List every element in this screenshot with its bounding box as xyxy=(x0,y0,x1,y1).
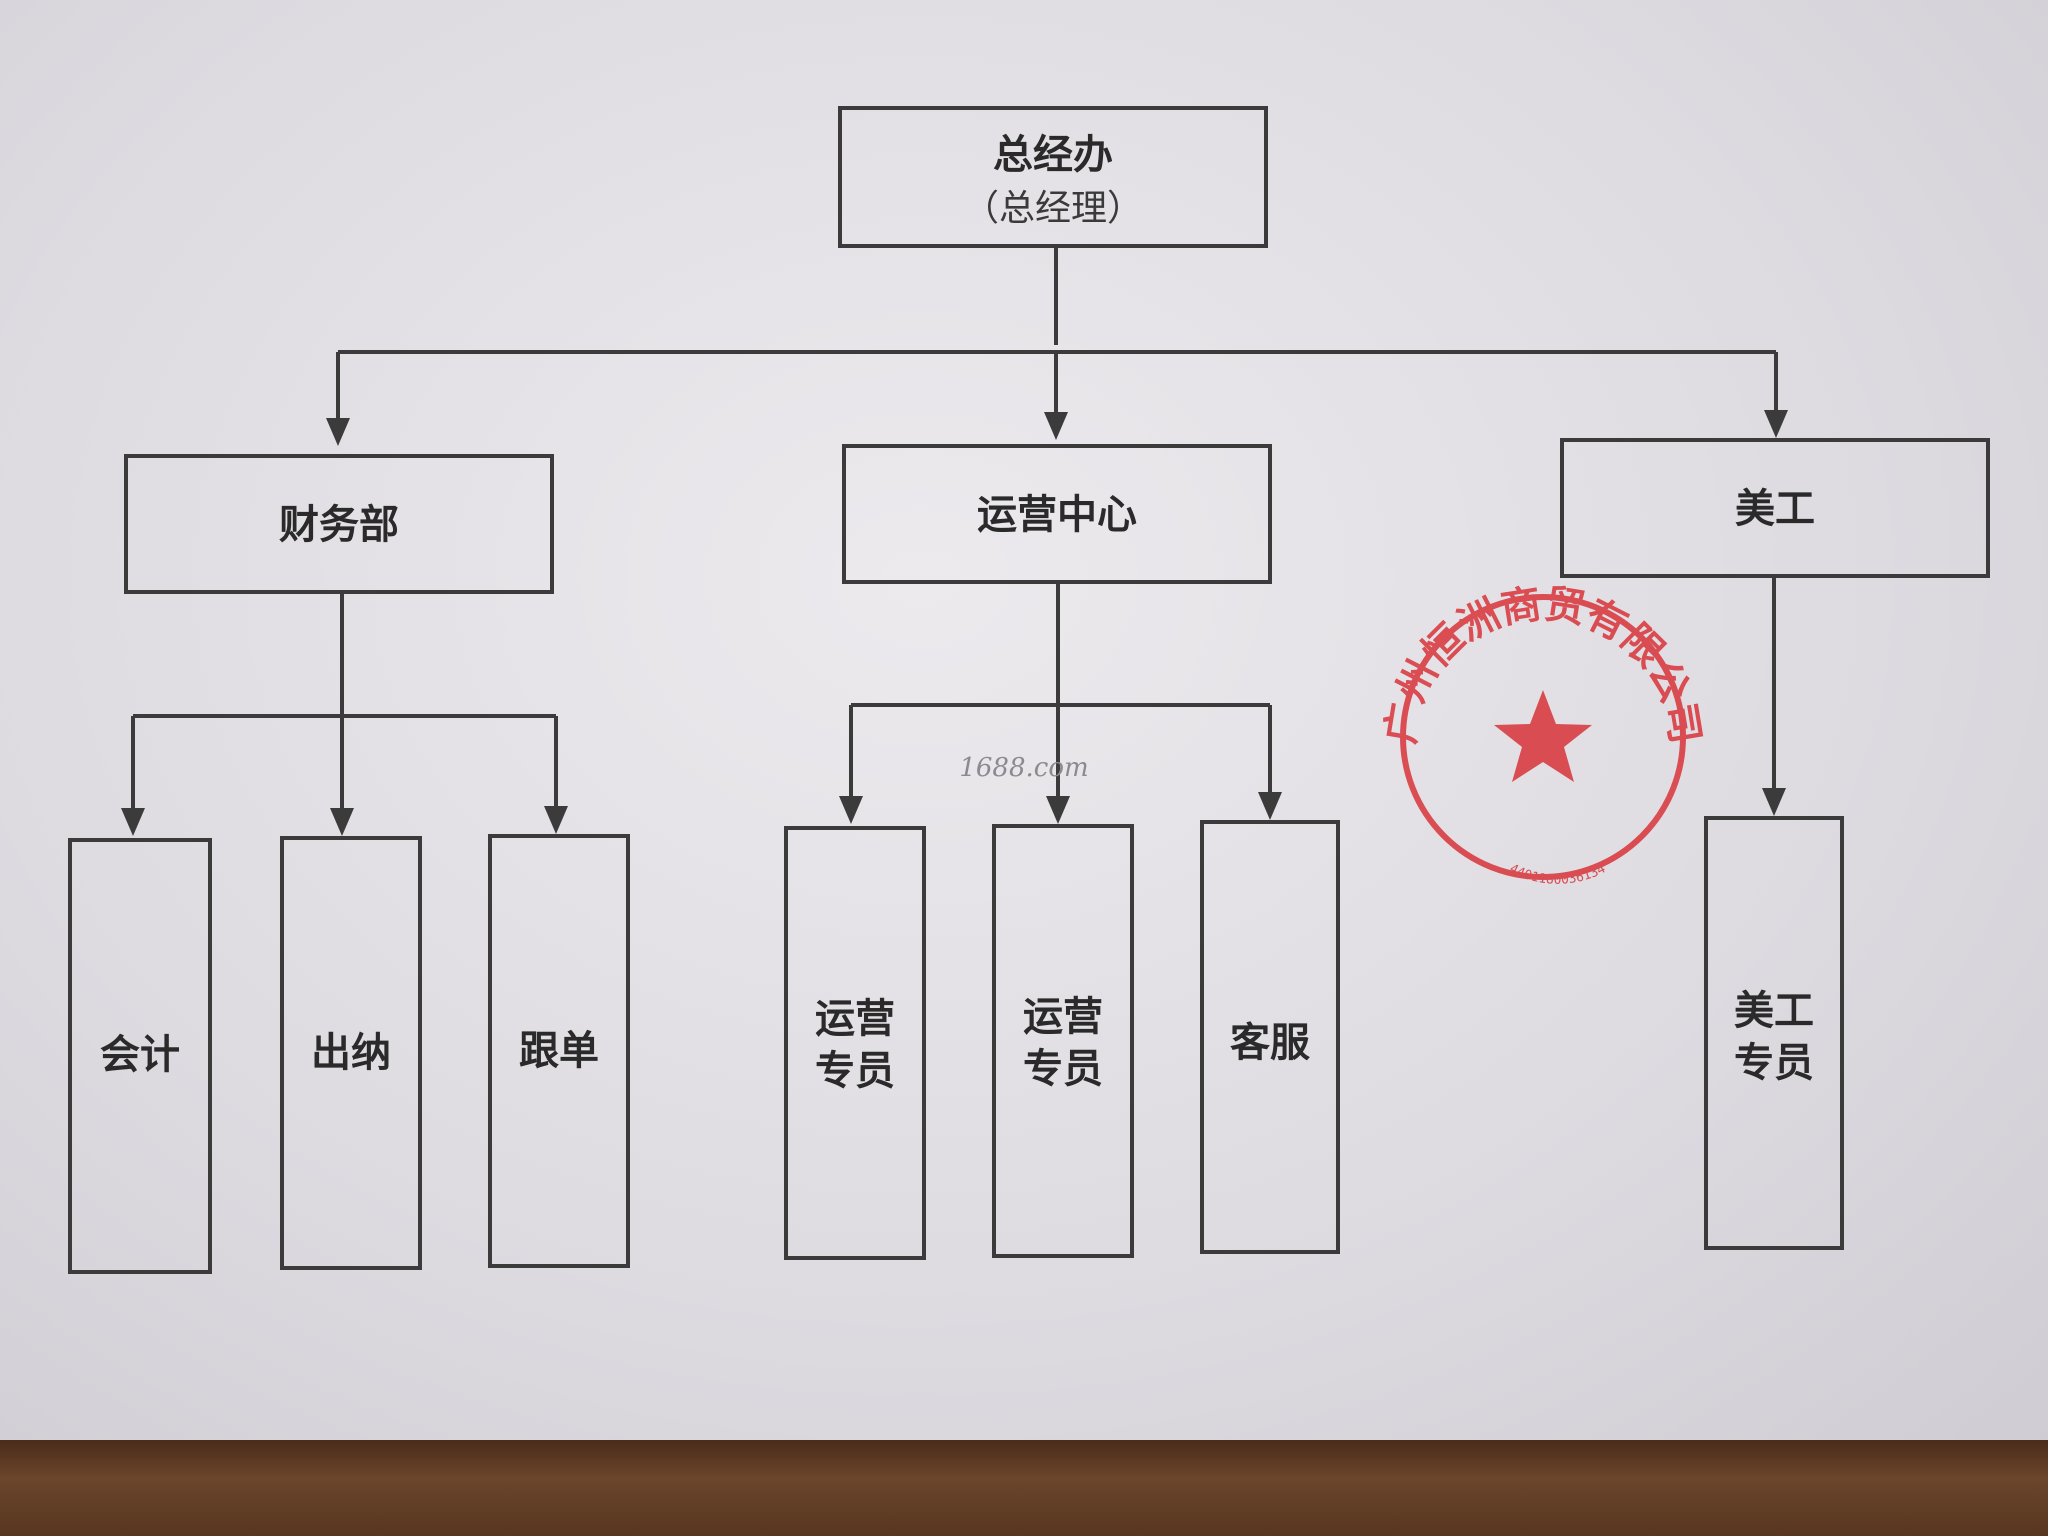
root-node: 总经办 （总经理） xyxy=(838,106,1268,248)
star-icon xyxy=(1494,690,1592,782)
role-operations-specialist-1: 运营 专员 xyxy=(784,826,926,1260)
role-customer-service: 客服 xyxy=(1200,820,1340,1254)
arrow-to-customer-service xyxy=(1258,792,1282,820)
table-surface xyxy=(0,1440,2048,1536)
role-operations-specialist-2-line2: 专员 xyxy=(1023,1046,1103,1092)
dept-operations: 运营中心 xyxy=(842,444,1272,584)
arrow-to-operations-specialist-1 xyxy=(839,796,863,824)
role-accountant: 会计 xyxy=(68,838,212,1274)
role-order-tracking-label: 跟单 xyxy=(519,1028,599,1074)
arrowheads xyxy=(121,410,1788,836)
role-design-specialist: 美工 专员 xyxy=(1704,816,1844,1250)
arrow-to-finance xyxy=(326,418,350,446)
role-design-specialist-line1: 美工 xyxy=(1734,988,1814,1034)
arrow-to-operations xyxy=(1044,412,1068,440)
watermark-text: 1688.com xyxy=(959,753,1088,783)
dept-finance: 财务部 xyxy=(124,454,554,594)
role-design-specialist-line2: 专员 xyxy=(1734,1040,1814,1086)
arrow-to-cashier xyxy=(330,808,354,836)
role-cashier: 出纳 xyxy=(280,836,422,1270)
role-operations-specialist-2-line1: 运营 xyxy=(1023,994,1103,1040)
dept-finance-label: 财务部 xyxy=(279,502,399,548)
role-operations-specialist-2: 运营 专员 xyxy=(992,824,1134,1258)
arrow-to-accountant xyxy=(121,808,145,836)
role-accountant-label: 会计 xyxy=(100,1032,180,1078)
dept-design-label: 美工 xyxy=(1735,486,1815,532)
dept-operations-label: 运营中心 xyxy=(977,492,1137,538)
arrow-to-design-specialist xyxy=(1762,788,1786,816)
arrow-to-order-tracking xyxy=(544,806,568,834)
seal-ring xyxy=(1400,594,1686,880)
connector-lines xyxy=(131,246,1778,820)
role-operations-specialist-1-line1: 运营 xyxy=(815,996,895,1042)
root-subtitle: （总经理） xyxy=(963,188,1143,229)
role-cashier-label: 出纳 xyxy=(311,1030,391,1076)
role-customer-service-label: 客服 xyxy=(1230,1020,1310,1066)
arrow-to-design xyxy=(1764,410,1788,438)
arrow-to-operations-specialist-2 xyxy=(1046,796,1070,824)
role-operations-specialist-1-line2: 专员 xyxy=(815,1048,895,1094)
root-title: 总经办 xyxy=(993,132,1113,178)
company-seal: 广州恒洲商贸有限公司 4401180036134 xyxy=(1377,580,1709,888)
dept-design: 美工 xyxy=(1560,438,1990,578)
role-order-tracking: 跟单 xyxy=(488,834,630,1268)
